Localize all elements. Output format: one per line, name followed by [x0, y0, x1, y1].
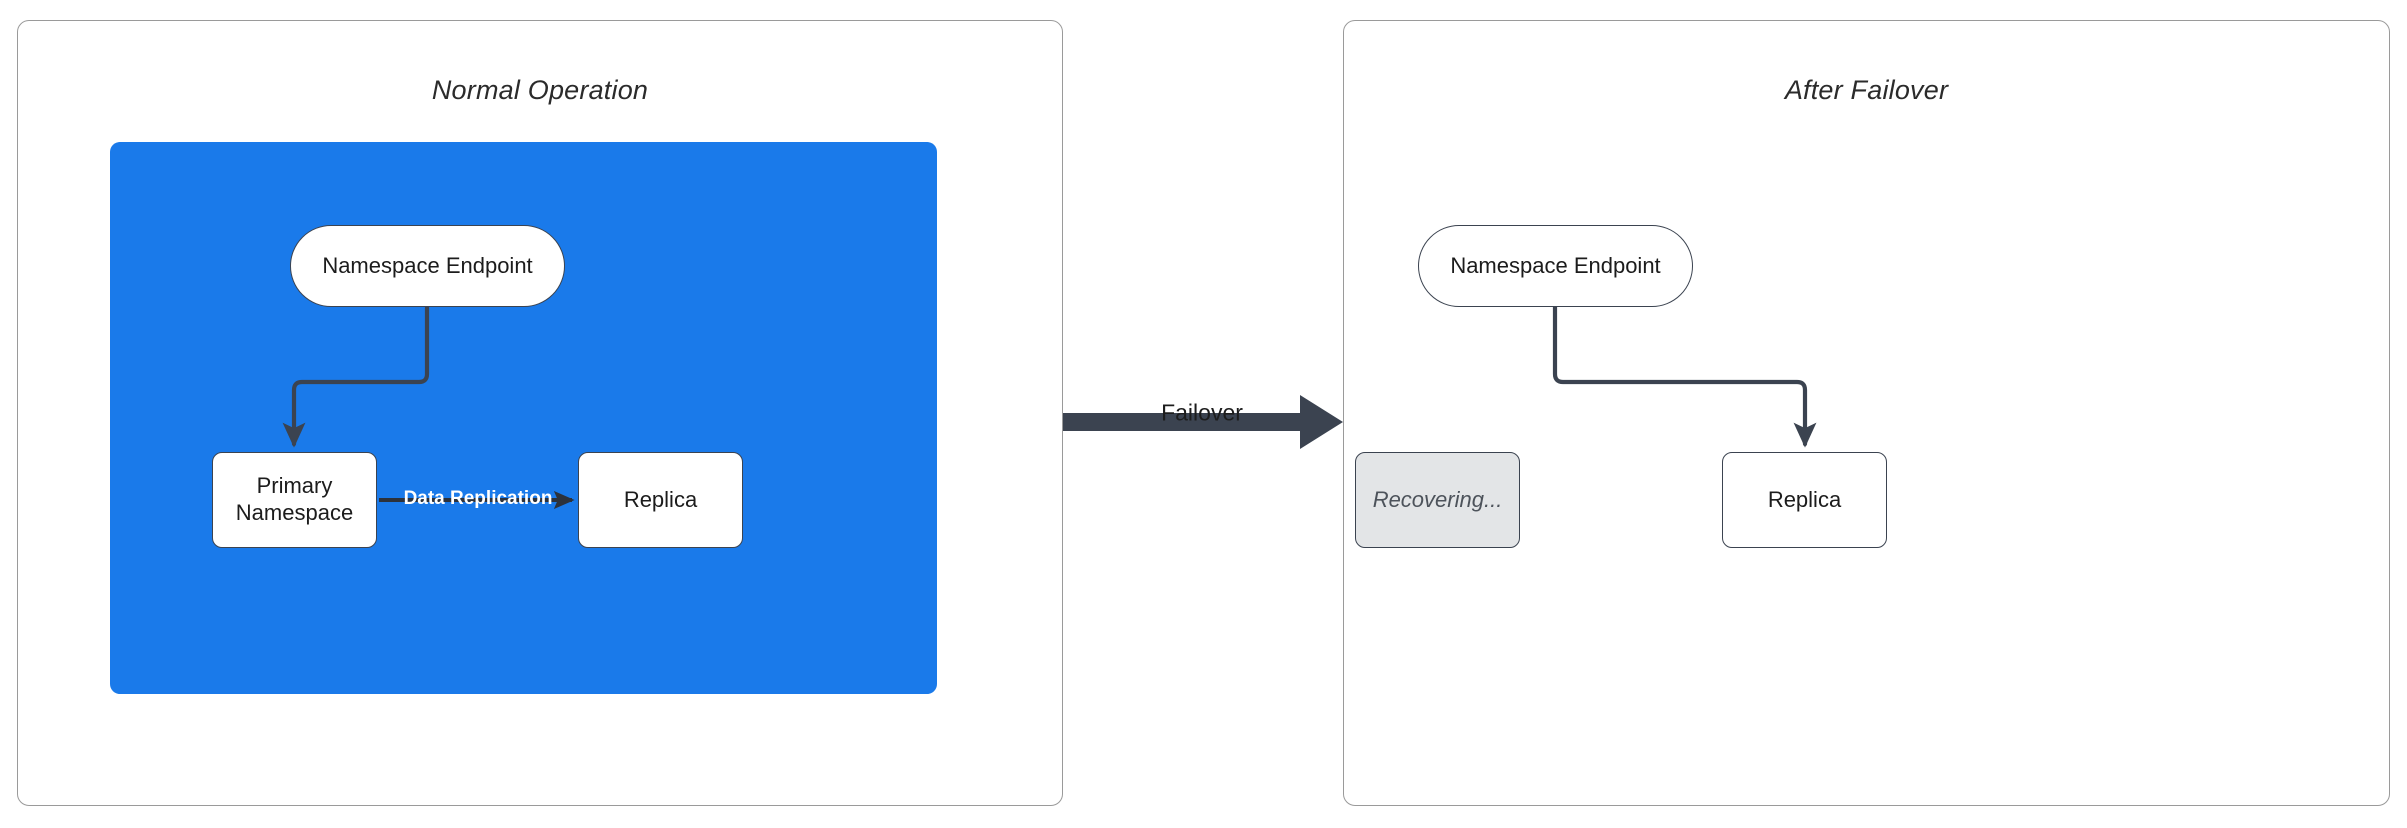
node-label: Namespace Endpoint [1450, 252, 1661, 278]
node-recovering[interactable]: Recovering... [1355, 452, 1520, 548]
node-replica-normal[interactable]: Replica [578, 452, 743, 548]
edge-label-data-replication: Data Replication [403, 488, 553, 509]
panel-after-failover: After Failover [1343, 20, 2390, 806]
node-label-line1: Primary [256, 473, 333, 499]
edge-label-failover: Failover [1161, 399, 1243, 426]
node-namespace-endpoint-normal[interactable]: Namespace Endpoint [290, 225, 565, 307]
node-replica-failover[interactable]: Replica [1722, 452, 1887, 548]
node-label-line2: Namespace [235, 500, 354, 525]
node-label: Recovering... [1372, 486, 1503, 512]
panel-title-normal-operation: Normal Operation [431, 75, 649, 105]
panel-title-after-failover: After Failover [1784, 75, 1949, 105]
node-label: Replica [623, 486, 698, 512]
node-label: Namespace Endpoint [322, 252, 533, 278]
node-primary-namespace[interactable]: Primary Namespace [212, 452, 377, 548]
node-namespace-endpoint-failover[interactable]: Namespace Endpoint [1418, 225, 1693, 307]
node-label: Primary Namespace [236, 473, 353, 527]
node-label: Replica [1767, 486, 1842, 512]
